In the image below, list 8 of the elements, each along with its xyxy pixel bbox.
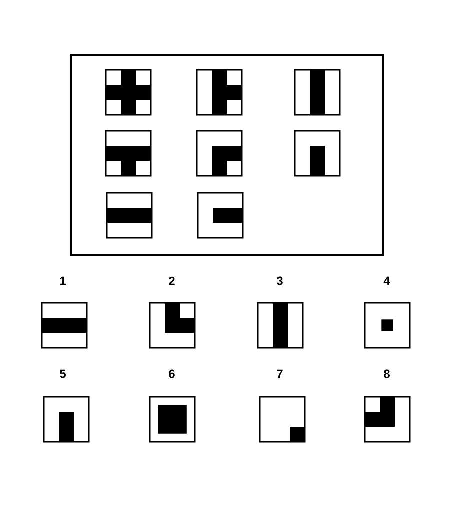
- option-number: 7: [277, 370, 283, 378]
- option-number: 8: [384, 370, 390, 378]
- option-number: 5: [60, 370, 66, 378]
- option-number: 3: [276, 276, 283, 286]
- option-number: 6: [169, 370, 175, 378]
- option-number: 2: [169, 276, 175, 286]
- option-number: 4: [384, 276, 390, 286]
- option-number: 1: [60, 276, 66, 286]
